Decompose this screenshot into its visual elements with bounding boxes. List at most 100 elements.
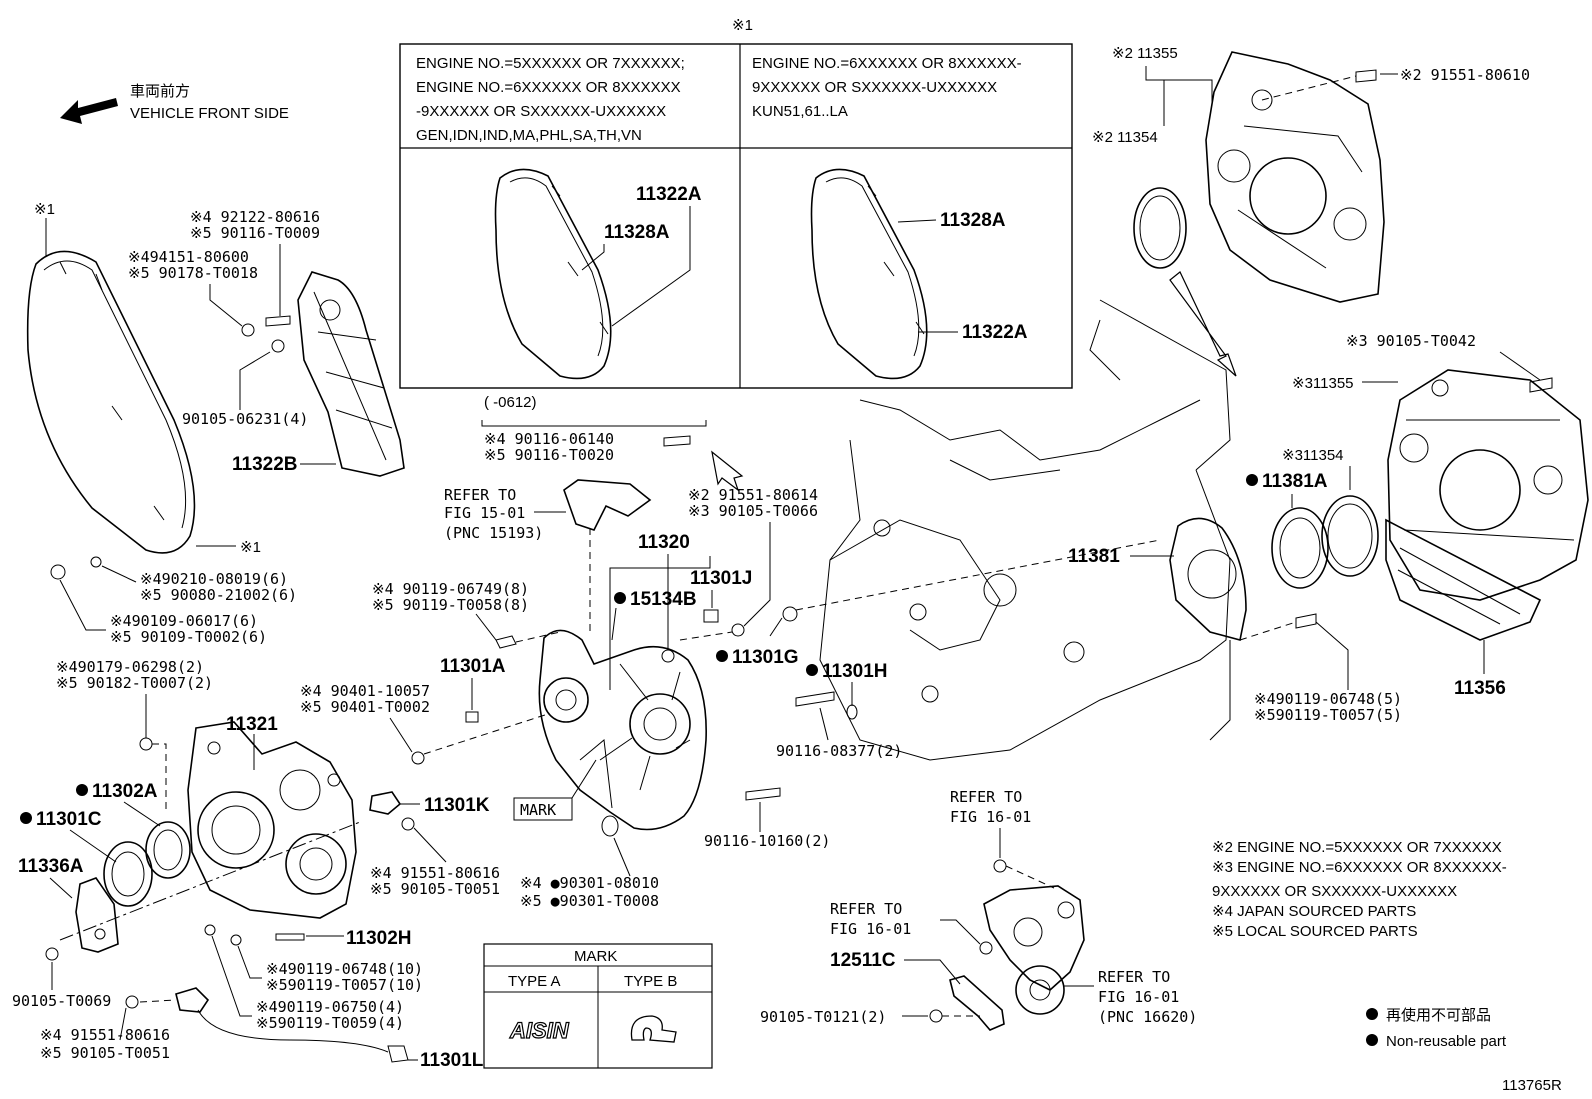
refer-fig16a-line: FIG 16-01 bbox=[950, 808, 1031, 826]
callout-11302H: 11302H bbox=[346, 928, 412, 949]
callout-11301H: 11301H bbox=[822, 661, 888, 682]
note-line: ※2 ENGINE NO.=5XXXXXX OR 7XXXXXX bbox=[1212, 839, 1502, 856]
callout-11355-star3: ※311355 bbox=[1292, 375, 1354, 392]
callout-90301-T0008: ※5 ●90301-T0008 bbox=[520, 892, 659, 910]
callout-11301K: 11301K bbox=[424, 795, 490, 816]
mark-table-type-a: TYPE A bbox=[508, 973, 561, 990]
timing-cover-left-variant bbox=[494, 168, 612, 380]
callout-90109-T0002: ※5 90109-T0002(6) bbox=[110, 628, 267, 646]
callout-90401-T0002: ※5 90401-T0002 bbox=[300, 698, 430, 716]
callout-mark: MARK bbox=[520, 801, 556, 819]
callout-90119-06749: ※4 90119-06749(8) bbox=[372, 580, 529, 598]
refer-fig16c-line: REFER TO bbox=[1098, 968, 1170, 986]
reference-gasket-fig15 bbox=[563, 479, 652, 531]
callout-11301A: 11301A bbox=[440, 656, 506, 677]
callout-91551-80610: ※2 91551-80610 bbox=[1400, 66, 1530, 84]
callout-90116-T0009: ※5 90116-T0009 bbox=[190, 224, 320, 242]
variant-col2-line: 9XXXXXX OR SXXXXXX-UXXXXXX bbox=[752, 79, 997, 96]
callout-90182-T0007: ※5 90182-T0007(2) bbox=[56, 674, 213, 692]
type-b-mark-icon bbox=[630, 1015, 677, 1043]
callout-90105-T0051-mid: ※5 90105-T0051 bbox=[370, 880, 500, 898]
callout-90105-T0066: ※3 90105-T0066 bbox=[688, 502, 818, 520]
callout-90179-06298: ※490179-06298(2) bbox=[56, 658, 204, 676]
callout-90105-T0069: 90105-T0069 bbox=[12, 992, 111, 1010]
non-reusable-marker bbox=[76, 784, 88, 796]
legend-dot-icon bbox=[1366, 1034, 1378, 1046]
callout-11381: 11381 bbox=[1068, 546, 1120, 567]
callout-90109-06017: ※490109-06017(6) bbox=[110, 612, 258, 630]
front-direction-indicator: 車両前方 VEHICLE FRONT SIDE bbox=[60, 83, 289, 124]
callout-11321: 11321 bbox=[226, 714, 278, 735]
callout-91551-80616-lower: ※4 91551-80616 bbox=[40, 1026, 170, 1044]
engine-block-outline bbox=[819, 299, 1231, 761]
callout-90105-T0051-lower: ※5 90105-T0051 bbox=[40, 1044, 170, 1062]
legend-dot-icon bbox=[1366, 1008, 1378, 1020]
refer-fig16b-line: FIG 16-01 bbox=[830, 920, 911, 938]
plate-11322B bbox=[297, 271, 405, 477]
callout-90116-08377: 90116-08377(2) bbox=[776, 742, 902, 760]
chain-guide-11336A bbox=[75, 877, 119, 953]
callout-11301C: 11301C bbox=[36, 809, 102, 830]
bracket-12511C bbox=[949, 975, 1005, 1031]
variant-col1-line: GEN,IDN,IND,MA,PHL,SA,TH,VN bbox=[416, 127, 642, 144]
callout-15134B: 15134B bbox=[630, 589, 697, 610]
callout-90210-08019: ※490210-08019(6) bbox=[140, 570, 288, 588]
callout-11301L: 11301L bbox=[420, 1050, 484, 1071]
variant-table-frame bbox=[399, 43, 1073, 389]
callout-91551-80616-mid: ※4 91551-80616 bbox=[370, 864, 500, 882]
plate-11355-lower bbox=[1387, 369, 1589, 601]
legend-en: Non-reusable part bbox=[1386, 1033, 1507, 1050]
callout-11328A-left: 11328A bbox=[604, 222, 670, 243]
note-line: ※5 LOCAL SOURCED PARTS bbox=[1212, 923, 1418, 940]
date-range: ( -0612) bbox=[484, 394, 537, 411]
callout-11322A-left: 11322A bbox=[636, 184, 702, 205]
refer-fig16c-line: FIG 16-01 bbox=[1098, 988, 1179, 1006]
callout-11328A-right: 11328A bbox=[940, 210, 1006, 231]
timing-chain-cover-11321 bbox=[187, 721, 357, 919]
callout-94151-80600: ※494151-80600 bbox=[128, 248, 249, 266]
callout-11301G: 11301G bbox=[732, 647, 799, 668]
callout-90105-T0121: 90105-T0121(2) bbox=[760, 1008, 886, 1026]
callout-11354-star2: ※2 11354 bbox=[1092, 129, 1158, 146]
figure-id: 113765R bbox=[1502, 1077, 1562, 1094]
callout-91551-80614: ※2 91551-80614 bbox=[688, 486, 818, 504]
callout-11381A: 11381A bbox=[1262, 471, 1328, 492]
timing-cover-right-variant bbox=[810, 168, 928, 380]
refer-fig15-line: REFER TO bbox=[444, 486, 516, 504]
mark-type-table: MARK TYPE A TYPE B AISIN bbox=[483, 943, 713, 1069]
callout-90301-08010: ※4 ●90301-08010 bbox=[520, 874, 659, 892]
idler-pulley-bracket bbox=[983, 885, 1085, 1015]
refer-fig16c-line: (PNC 16620) bbox=[1098, 1008, 1197, 1026]
variant-table-mark: ※1 bbox=[732, 17, 753, 34]
callout-11320: 11320 bbox=[638, 532, 690, 553]
front-arrow-icon bbox=[60, 98, 118, 124]
refer-fig16a-line: REFER TO bbox=[950, 788, 1022, 806]
callout-90119-T0058: ※5 90119-T0058(8) bbox=[372, 596, 529, 614]
plate-11355-upper bbox=[1205, 51, 1385, 303]
callout-11302A: 11302A bbox=[92, 781, 158, 802]
callout-11354-star3: ※311354 bbox=[1282, 447, 1344, 464]
callout-11355-star2: ※2 11355 bbox=[1112, 45, 1178, 62]
note-line: ※3 ENGINE NO.=6XXXXXX OR 8XXXXXX- bbox=[1212, 859, 1507, 876]
note-line: 9XXXXXX OR SXXXXXX-UXXXXXX bbox=[1212, 883, 1457, 900]
refer-fig15-line: FIG 15-01 bbox=[444, 504, 525, 522]
callout-12511C: 12511C bbox=[830, 950, 896, 971]
callout-90116-06140: ※4 90116-06140 bbox=[484, 430, 614, 448]
callout-90119-06748-5: ※490119-06748(5) bbox=[1254, 690, 1402, 708]
timing-gear-plate-11320 bbox=[538, 629, 707, 831]
refer-fig15-line: (PNC 15193) bbox=[444, 524, 543, 542]
direction-label-jp: 車両前方 bbox=[130, 83, 190, 100]
callout-90116-10160: 90116-10160(2) bbox=[704, 832, 830, 850]
aisin-logo: AISIN bbox=[509, 1018, 570, 1043]
non-reusable-marker bbox=[20, 812, 32, 824]
non-reusable-marker bbox=[1246, 474, 1258, 486]
variant-col2-line: ENGINE NO.=6XXXXXX OR 8XXXXXX- bbox=[752, 55, 1022, 72]
callout-90401-10057: ※4 90401-10057 bbox=[300, 682, 430, 700]
legend-jp: 再使用不可部品 bbox=[1386, 1007, 1491, 1024]
timing-chain-cover-11322A bbox=[26, 250, 196, 554]
variant-col1-line: -9XXXXXX OR SXXXXXX-UXXXXXX bbox=[416, 103, 666, 120]
callout-92122-80616: ※4 92122-80616 bbox=[190, 208, 320, 226]
callout-90119-T0057-10: ※590119-T0057(10) bbox=[266, 976, 423, 994]
callout-11356: 11356 bbox=[1454, 678, 1506, 699]
